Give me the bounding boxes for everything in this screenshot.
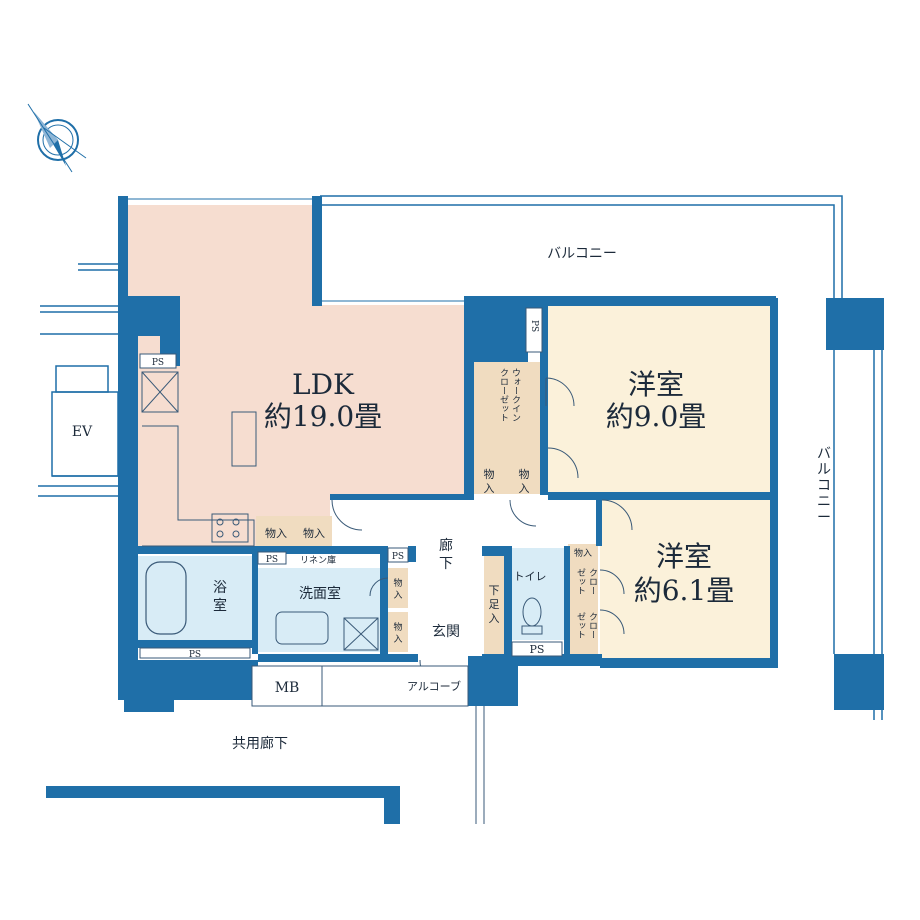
ldk-label: LDK: [292, 368, 355, 401]
storage-wash-1: [388, 568, 408, 608]
storage-kitchen-label-2: 物入: [303, 526, 325, 540]
shoe-storage: [484, 556, 504, 654]
shoe-char: 下: [489, 584, 500, 597]
washbasin-icon: [275, 611, 329, 645]
western2-label: 洋室: [656, 540, 712, 573]
storage-wash1-char: 入: [393, 590, 402, 601]
entrance-label: 玄関: [432, 623, 460, 640]
toilet-icon: [521, 597, 543, 635]
stove-icon: [211, 513, 249, 543]
ps-label: PS: [266, 555, 278, 565]
fridge-icon: [141, 371, 179, 413]
ps-boxes: [139, 307, 563, 659]
balcony-outline: [320, 195, 883, 720]
closet-a-line-2: ゼット: [575, 568, 586, 595]
bath-label-1: 浴: [213, 580, 227, 596]
ps-label: PS: [530, 643, 545, 656]
common-corridor-label: 共用廊下: [232, 735, 288, 752]
washroom-label: 洗面室: [299, 585, 341, 602]
walk-in-closet: [474, 362, 544, 462]
kitchen-island: [231, 411, 257, 467]
mb-label: MB: [275, 680, 300, 696]
window-marks: [128, 198, 775, 658]
ps-label: PS: [392, 552, 404, 562]
compass-icon: [27, 103, 87, 173]
closet-west2: [568, 560, 598, 654]
storage-wash-2: [388, 612, 408, 652]
storage-kitchen-label-1: 物入: [265, 526, 287, 540]
ldk-room: [128, 205, 466, 546]
shoe-char: 入: [489, 612, 500, 625]
balcony-right-char: ニ: [817, 494, 831, 510]
storage-char: 物: [484, 467, 495, 481]
corridor-label-2: 下: [439, 556, 453, 572]
laundry-icon: [343, 617, 379, 651]
bath-label-2: 室: [213, 597, 227, 614]
storage-wic: [474, 462, 544, 494]
kitchen-counter: [142, 425, 255, 547]
wic-line-1: ウォークイン: [510, 368, 521, 422]
closet-b-line-1: クロー: [587, 612, 597, 639]
linen-label: リネン庫: [300, 554, 336, 566]
storage-kitchen: [256, 516, 332, 546]
alcove-box: [321, 665, 469, 707]
balcony-right-char: ル: [817, 462, 831, 478]
ps-labels: PS PS PS PS PS PS: [152, 320, 545, 660]
walk-in-closet-label: ウォークイン クローゼット: [498, 368, 521, 422]
storage-west2-label: 物入: [574, 547, 592, 559]
western2-size: 約6.1畳: [634, 574, 735, 607]
ldk-size: 約19.0畳: [264, 400, 382, 433]
western-room-1: [546, 305, 772, 495]
closet-a-line-1: クロー: [587, 568, 597, 595]
corridor-label-1: 廊: [439, 537, 453, 554]
shoe-char: 足: [489, 598, 500, 611]
balcony-right-char: ー: [817, 510, 831, 526]
balcony-top-label: バルコニー: [547, 246, 617, 262]
closet-labels: クロー ゼット クロー ゼット: [575, 568, 597, 639]
storage-wash2-char: 物: [393, 621, 402, 633]
balcony-right-char: コ: [817, 478, 831, 494]
washroom: [256, 568, 382, 652]
balcony-right-label: バ ル コ ニ ー: [817, 446, 831, 526]
wic-line-2: クローゼット: [498, 368, 509, 422]
ps-label: PS: [529, 320, 539, 332]
elevator-shaft: [38, 263, 119, 497]
closet-b-line-2: ゼット: [575, 612, 586, 639]
ev-label: EV: [72, 424, 93, 440]
toilet-room: [510, 548, 566, 640]
storage-char: 入: [519, 482, 530, 495]
storage-labels: 物 入 物 入 物入 物入 物入 物 入 物 入: [265, 467, 592, 645]
western1-label: 洋室: [628, 368, 684, 401]
shoe-storage-label: 下 足 入: [489, 584, 500, 625]
balcony-right-char: バ: [817, 446, 831, 462]
ps-label: PS: [189, 650, 201, 660]
western1-size: 約9.0畳: [606, 400, 707, 433]
storage-wash2-char: 入: [393, 634, 402, 645]
bathtub-icon: [145, 561, 187, 635]
western-room-2: [600, 500, 772, 658]
alcove-label: アルコーブ: [407, 679, 461, 693]
bathroom: [138, 556, 254, 640]
storage-west2: [568, 544, 598, 560]
storage-wash1-char: 物: [393, 577, 402, 589]
toilet-label: トイレ: [514, 570, 547, 583]
storage-char: 物: [519, 467, 530, 481]
storage-char: 入: [484, 482, 495, 495]
ps-label: PS: [152, 358, 164, 368]
